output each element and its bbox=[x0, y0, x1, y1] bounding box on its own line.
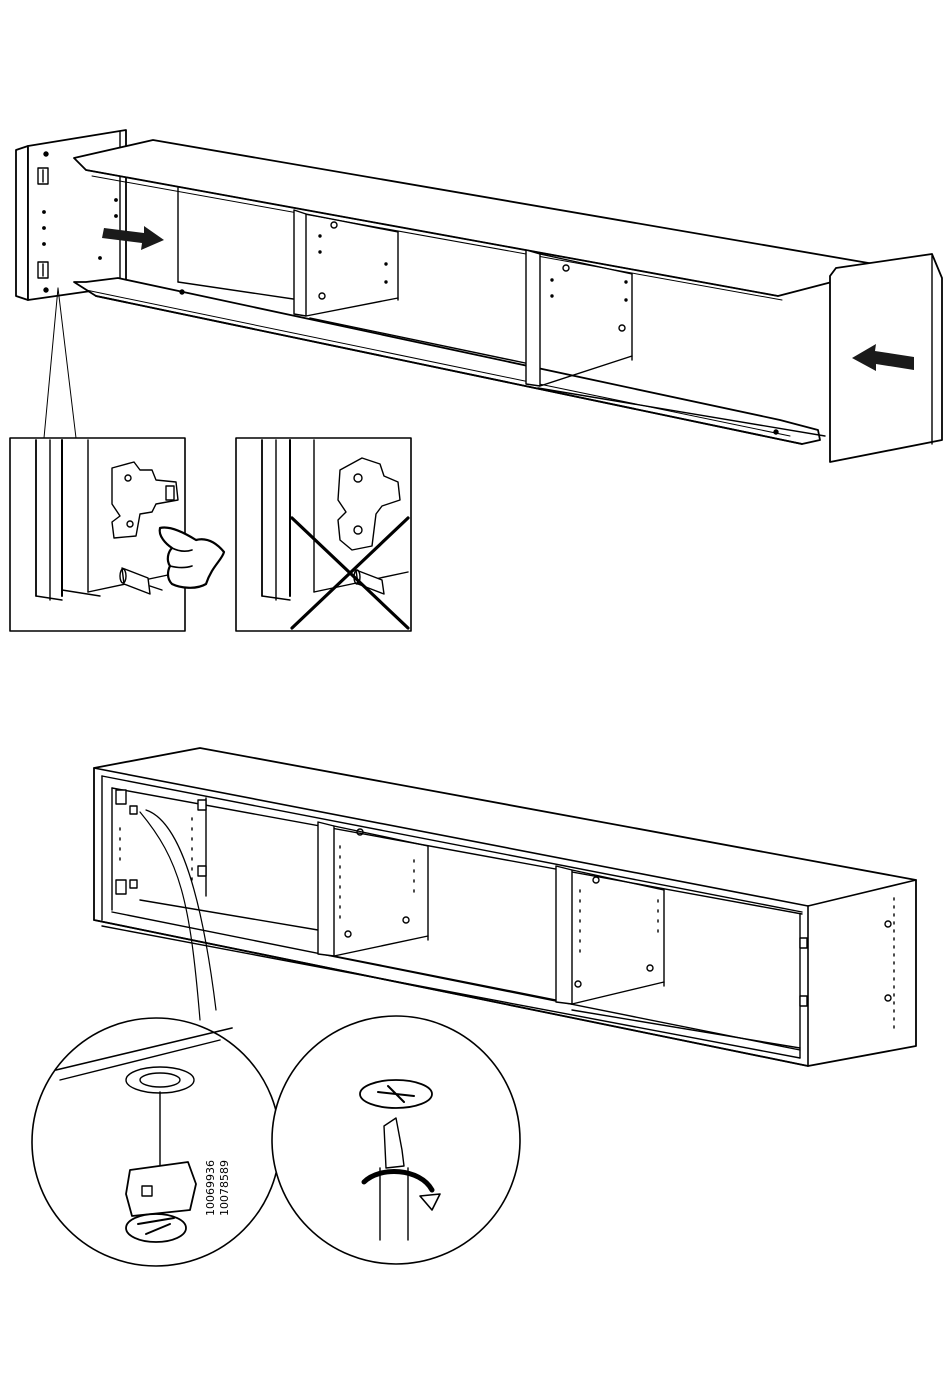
incorrect-detail-panel bbox=[236, 438, 411, 631]
tighten-detail-circle bbox=[272, 1016, 520, 1264]
cam-lock-icon bbox=[126, 1162, 196, 1242]
cam-lock-detail-circle: 10069936 10078589 bbox=[32, 1018, 280, 1266]
hinge-plate-top bbox=[38, 168, 48, 184]
correct-detail-panel bbox=[10, 438, 224, 631]
hinge-plate-bottom bbox=[38, 262, 48, 278]
cabinet-carcass bbox=[74, 140, 880, 444]
step-attach-sides bbox=[10, 130, 942, 631]
part-number-2: 10078589 bbox=[218, 1160, 231, 1216]
step-assembled-cabinet: 10069936 10078589 bbox=[32, 748, 916, 1266]
part-number-1: 10069936 bbox=[204, 1160, 217, 1216]
finger-press-icon bbox=[160, 528, 224, 588]
